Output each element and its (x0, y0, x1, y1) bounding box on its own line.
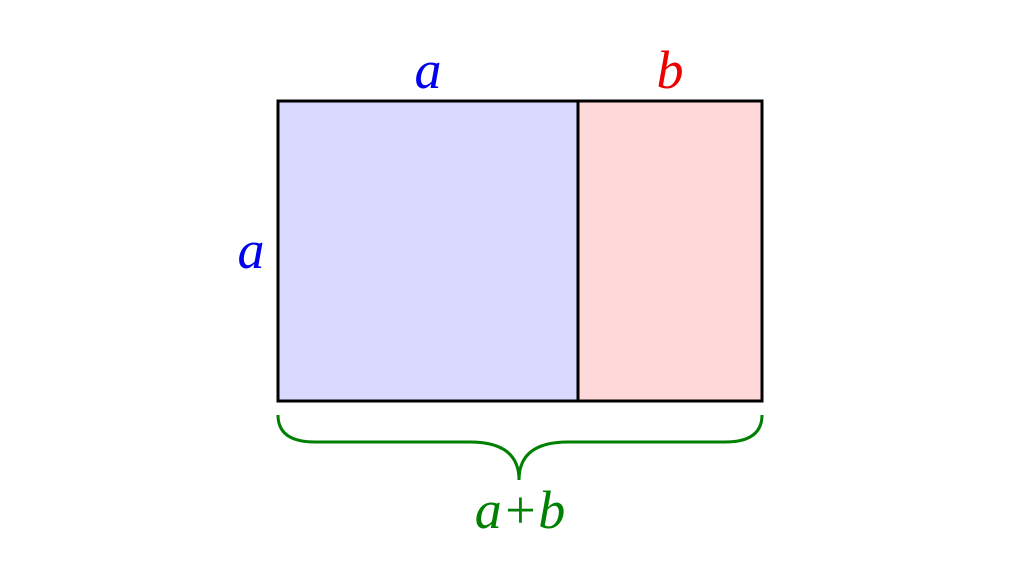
label-bottom-sum: a+b (475, 480, 565, 540)
rectangle-b (576, 99, 764, 403)
label-side-a: a (238, 220, 265, 280)
brace-a-plus-b (276, 414, 764, 481)
label-top-b: b (657, 40, 684, 100)
label-top-a: a (415, 40, 442, 100)
square-a (276, 99, 580, 403)
